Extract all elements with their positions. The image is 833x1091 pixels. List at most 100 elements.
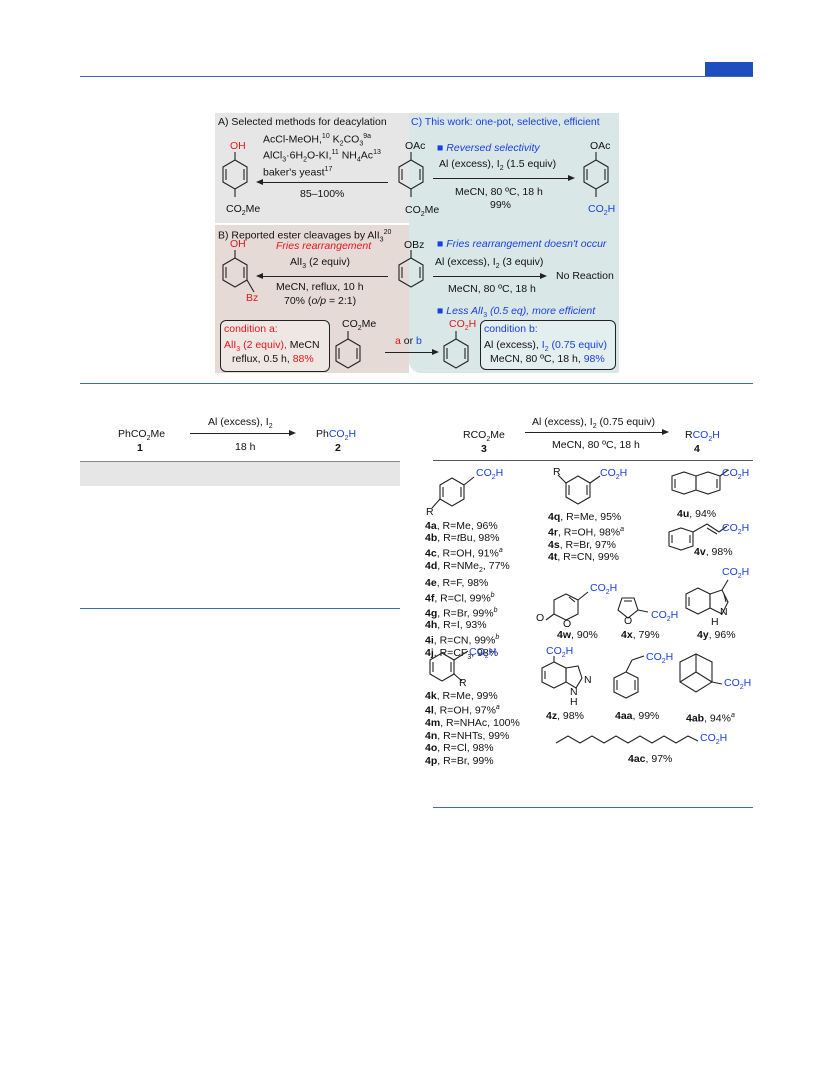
compound-id: 4q [548,511,561,523]
center-ester-ring [335,331,361,369]
label-4u: 4u, 94% [677,508,717,520]
table1-arrow [190,430,296,436]
center-acid-label: CO2H [449,318,477,333]
table1-product: PhCO2H [316,428,357,443]
compound-id: 4i [425,634,434,647]
structure-4z-n1: N [584,674,592,686]
compound-text: , R=NHAc, 100% [440,717,520,730]
panel-b-reagent: AlI3 (2 equiv) [290,256,350,271]
list-para: 4a, R=Me, 96%4b, R=tBu, 98%4c, R=OH, 91%… [425,520,510,664]
panel-c-bullet1: ■ Reversed selectivity [437,142,540,154]
table1-rule [80,461,400,462]
panel-c-yield1: 99% [490,199,512,211]
list-item: 4q, R=Me, 95% [548,511,624,524]
structure-4z-acid: CO2H [546,645,574,660]
table2-bottom-rule [433,807,753,808]
structure-4y [685,579,729,615]
structure-4z [541,656,583,689]
compound-rest: , 98% [471,646,499,659]
compound-id: 4c [425,547,437,560]
structure-para-r: R [426,506,434,518]
list-item: 4n, R=NHTs, 99% [425,730,520,742]
compound-text: , R=OH, 97% [433,704,496,717]
panel-b-product-oh: OH [230,238,246,250]
compound-text: , R=OH, 98% [557,526,621,539]
compound-text: , R=I, 93% [437,619,487,632]
compound-text: , R=NHTs, 99% [437,729,510,742]
compound-id: 4k [425,690,437,702]
structure-4ab-acid: CO2H [724,677,752,692]
structure-4w-acid: CO2H [590,582,618,597]
panel-c-reagent1: Al (excess), I2 (1.5 equiv) [439,158,557,173]
panel-a-arrow [256,179,388,185]
center-ester-label: CO2Me [342,318,377,333]
compound-sub: 3 [467,653,472,661]
structure-ortho [429,650,469,682]
table2-product-num: 4 [694,443,700,455]
structure-4v-acid: CO2H [722,522,750,537]
panel-b-title: B) Reported ester cleavages by AlI320 [218,229,392,244]
condition-b-reagent: Al (excess), I2 (0.75 equiv) [484,339,607,354]
structure-4aa-acid: CO2H [646,651,674,666]
list-item: 4f, R=Cl, 99%b [425,590,510,605]
structure-4x-acid: CO2H [651,609,679,624]
list-item: 4j, R=CF3, 98% [425,647,510,665]
table2-reactant: RCO2Me [463,429,505,444]
compound-text: , R=OH, 91% [436,547,499,560]
header-rule [80,76,753,77]
structure-4w-o2: O [563,618,572,630]
compound-id: 4b [425,532,438,545]
compound-id: 4r [548,526,558,539]
scheme-bottom-rule [80,383,753,384]
structure-4x [617,597,649,619]
list-item: 4t, R=CN, 99% [548,551,624,564]
list-item: 4e, R=F, 98% [425,577,510,589]
table2-reagent: Al (excess), I2 (0.75 equiv) [532,416,655,431]
compound-text: , R=CN, 99% [557,551,619,564]
compound-id: 4m [425,717,441,730]
table1-time: 18 h [235,441,256,453]
compound-text: , R=Me, 95% [560,511,622,523]
structure-4z-n2: N [570,686,578,698]
compound-rest: Bu, 98% [459,532,500,545]
compound-id: 4n [425,729,438,742]
label-4w: 4w, 90% [557,629,598,641]
compound-footnote: a [495,704,500,712]
list-item: 4p, R=Br, 99% [425,755,520,767]
compound-ital: t [456,532,460,545]
structure-para-acid: CO2H [476,467,504,482]
panel-c-arrow2 [433,273,547,279]
structure-4ac-acid: CO2H [700,732,728,747]
list-item: 4b, R=tBu, 98% [425,532,510,544]
structure-4v [668,523,728,551]
table2-rule [433,460,753,461]
panel-a-reactant-ring [398,152,424,197]
panel-c-reagent2: Al (excess), I2 (3 equiv) [435,256,544,271]
panel-a-yield: 85–100% [300,188,345,200]
panel-b-product-bz: Bz [246,292,259,304]
compound-id: 4j [425,646,434,659]
panel-b-product-ring [222,250,255,293]
compound-id: 4e [425,577,437,590]
list-item: 4h, R=I, 93% [425,619,510,631]
list-item: 4d, R=NMe2, 77% [425,560,510,578]
panel-c-product-ring [583,152,609,197]
structure-para [431,476,475,509]
compound-footnote: a [498,546,503,554]
table1-reagent: Al (excess), I2 [208,416,273,431]
panel-b-fries: Fries rearrangement [276,240,372,252]
panel-c-bullet2: ■ Fries rearrangement doesn't occur [437,238,607,250]
table1-product-num: 2 [335,442,341,454]
panel-b-reactant-obz: OBz [404,239,425,251]
compound-id: 4f [425,592,435,605]
label-4ab: 4ab, 94%a [686,712,735,725]
structure-4ac [555,735,699,744]
condition-b-label: condition b: [484,323,538,335]
structure-meta [557,474,601,505]
list-item: 4r, R=OH, 98%a [548,524,624,539]
panel-a-reactant-oac: OAc [405,140,426,152]
panel-c-bullet3: ■ Less AlI3 (0.5 eq), more efficient [437,305,596,320]
compound-text: , R=Br, 97% [559,538,617,551]
